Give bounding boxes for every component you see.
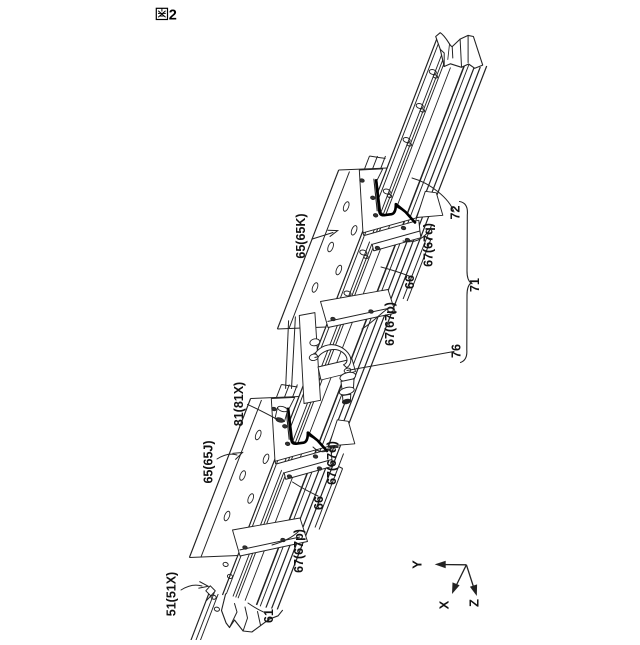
svg-text:66: 66 [403, 275, 417, 289]
svg-text:72: 72 [449, 206, 463, 220]
svg-text:61: 61 [262, 609, 276, 623]
svg-text:65(65J): 65(65J) [202, 440, 216, 483]
svg-text:81(81X): 81(81X) [232, 382, 246, 426]
svg-text:Z: Z [467, 599, 482, 607]
svg-text:X: X [437, 600, 452, 609]
svg-text:76: 76 [450, 344, 464, 358]
svg-text:65(65K): 65(65K) [294, 213, 308, 258]
svg-text:51(51X): 51(51X) [165, 572, 179, 616]
svg-text:67(67p): 67(67p) [383, 302, 397, 346]
svg-text:67(67q): 67(67q) [422, 223, 436, 267]
svg-text:66: 66 [312, 496, 326, 510]
svg-text:2: 2 [169, 8, 177, 24]
svg-text:Y: Y [410, 560, 425, 569]
svg-text:71: 71 [468, 278, 482, 292]
